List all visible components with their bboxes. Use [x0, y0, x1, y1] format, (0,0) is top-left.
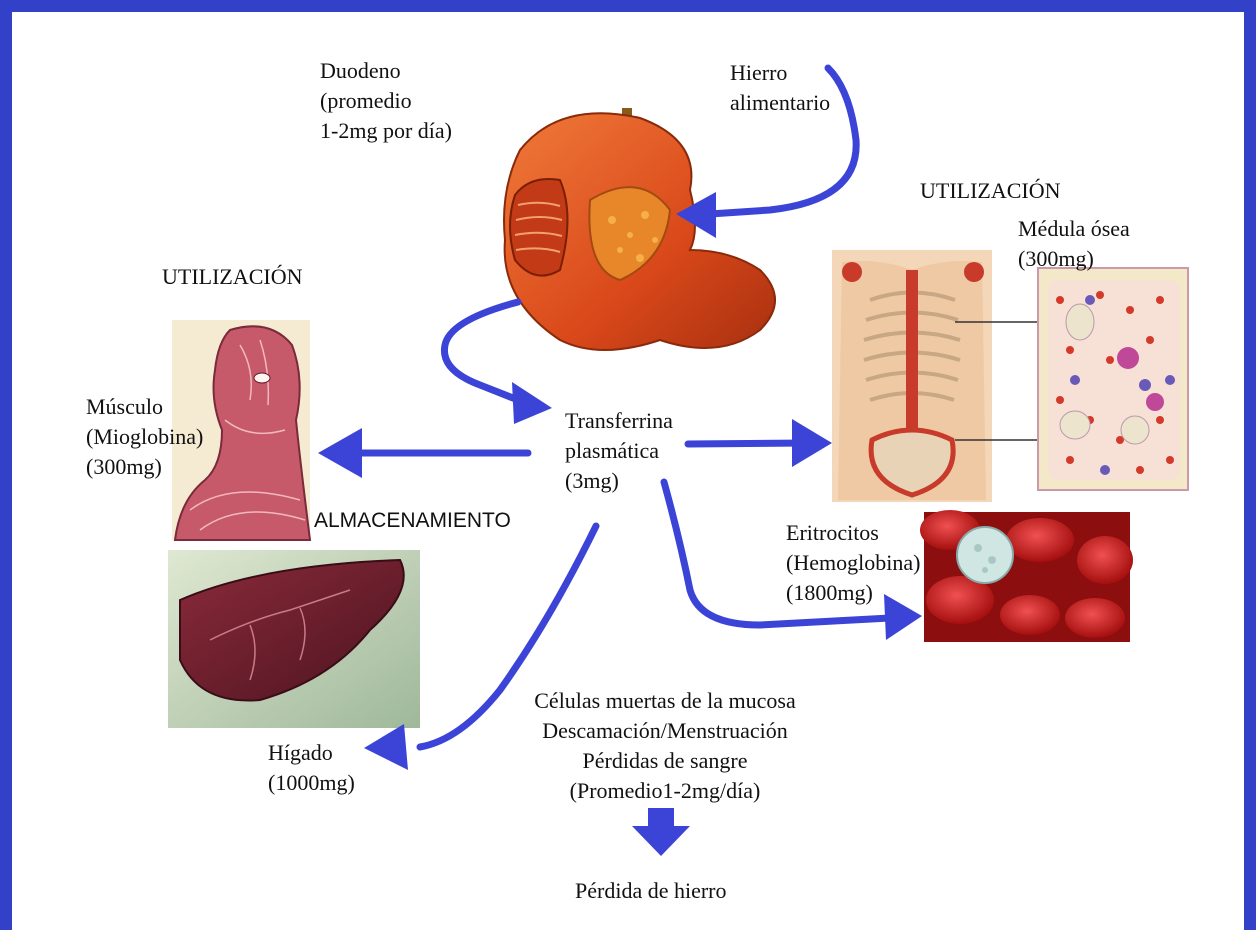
- arrowhead-perdida: [632, 826, 690, 856]
- almacenamiento-label: ALMACENAMIENTO: [314, 506, 511, 536]
- arrow-transferrina-to-medula: [688, 443, 806, 444]
- perdida-hierro-label: Pérdida de hierro: [575, 876, 727, 906]
- transferrina-label-line: Transferrina: [565, 406, 673, 436]
- higado-label-line: Hígado: [268, 738, 355, 768]
- medula-label-line: (300mg): [1018, 244, 1130, 274]
- stomach-illustration: [504, 108, 775, 350]
- arrow-perdida-shaft: [648, 808, 674, 830]
- musculo-label: Músculo (Mioglobina) (300mg): [86, 392, 203, 482]
- utilizacion-right-label: UTILIZACIÓN: [920, 176, 1061, 206]
- transferrina-label-line: (3mg): [565, 466, 673, 496]
- transferrina-label-line: plasmática: [565, 436, 673, 466]
- arrowhead-musculo: [318, 428, 362, 478]
- erythrocytes-micrograph: [920, 510, 1133, 642]
- hierro-label: Hierro alimentario: [730, 58, 830, 118]
- eritrocitos-label-line: Eritrocitos: [786, 518, 920, 548]
- medula-label-line: Médula ósea: [1018, 214, 1130, 244]
- perdidas-label-line: Células muertas de la mucosa: [515, 686, 815, 716]
- transferrina-label: Transferrina plasmática (3mg): [565, 406, 673, 496]
- perdidas-label: Células muertas de la mucosa Descamación…: [515, 686, 815, 806]
- arrowhead-medula: [792, 419, 832, 467]
- arrowhead-higado: [364, 724, 408, 770]
- perdidas-label-line: Pérdidas de sangre: [515, 746, 815, 776]
- duodeno-label-line: (promedio: [320, 86, 452, 116]
- eritrocitos-label: Eritrocitos (Hemoglobina) (1800mg): [786, 518, 920, 608]
- hierro-label-line: alimentario: [730, 88, 830, 118]
- utilizacion-left-label: UTILIZACIÓN: [162, 262, 303, 292]
- skeleton-illustration: [832, 250, 1040, 502]
- perdidas-label-line: Descamación/Menstruación: [515, 716, 815, 746]
- bone-marrow-micrograph: [1038, 268, 1188, 490]
- higado-label-line: (1000mg): [268, 768, 355, 798]
- hierro-label-line: Hierro: [730, 58, 830, 88]
- perdidas-label-line: (Promedio1-2mg/día): [515, 776, 815, 806]
- musculo-label-line: Músculo: [86, 392, 203, 422]
- higado-label: Hígado (1000mg): [268, 738, 355, 798]
- duodeno-label-line: Duodeno: [320, 56, 452, 86]
- musculo-label-line: (300mg): [86, 452, 203, 482]
- musculo-label-line: (Mioglobina): [86, 422, 203, 452]
- arrowhead-transferrina: [512, 382, 552, 424]
- arrow-stomach-to-transferrina: [444, 302, 518, 400]
- eritrocitos-label-line: (Hemoglobina): [786, 548, 920, 578]
- duodeno-label: Duodeno (promedio 1-2mg por día): [320, 56, 452, 146]
- liver-illustration: [168, 550, 420, 728]
- eritrocitos-label-line: (1800mg): [786, 578, 920, 608]
- duodeno-label-line: 1-2mg por día): [320, 116, 452, 146]
- medula-label: Médula ósea (300mg): [1018, 214, 1130, 274]
